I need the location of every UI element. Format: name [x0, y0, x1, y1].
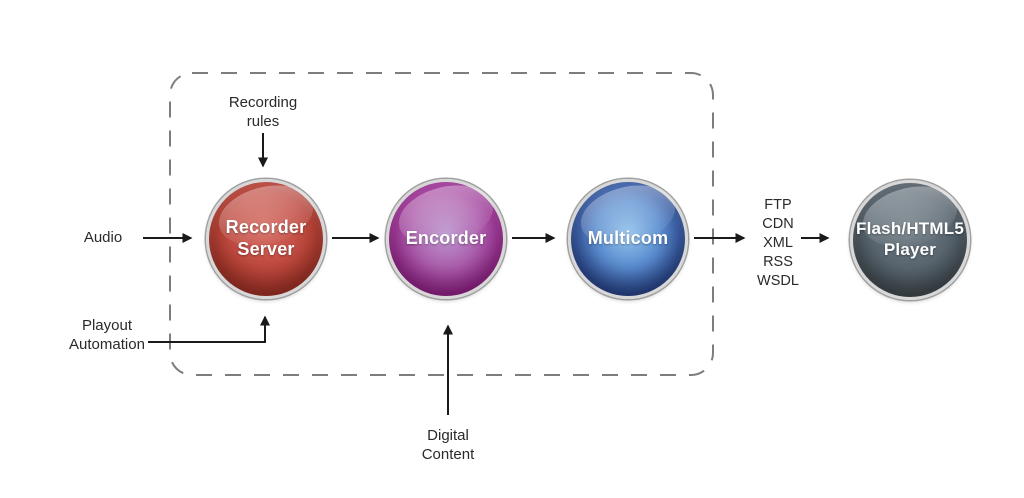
multicom-label: Multicom	[587, 228, 669, 249]
encoder-node: Encorder	[386, 179, 506, 299]
playout-automation-label: Playout Automation	[69, 317, 145, 353]
dashed-boundary-box	[169, 72, 714, 376]
multicom-node: Multicom	[568, 179, 688, 299]
protocol-item-cdn: CDN	[762, 216, 794, 232]
recorder-server-label: Recorder Server	[225, 217, 307, 259]
encoder-label: Encorder	[405, 228, 487, 249]
protocol-item-rss: RSS	[763, 254, 793, 270]
digital-content-label: Digital Content	[421, 427, 475, 463]
audio-label: Audio	[83, 229, 123, 246]
protocol-item-wsdl: WSDL	[757, 273, 799, 289]
protocol-item-xml: XML	[763, 235, 793, 251]
protocol-list: FTP CDN XML RSS WSDL	[746, 196, 810, 291]
flash-html5-player-node: Flash/HTML5 Player	[850, 180, 970, 300]
flash-html5-player-label: Flash/HTML5 Player	[856, 219, 964, 259]
recorder-server-node: Recorder Server	[206, 179, 326, 299]
protocol-item-ftp: FTP	[764, 197, 792, 213]
playout-automation-arrow	[148, 315, 270, 343]
recording-rules-label: Recording rules	[228, 94, 298, 130]
